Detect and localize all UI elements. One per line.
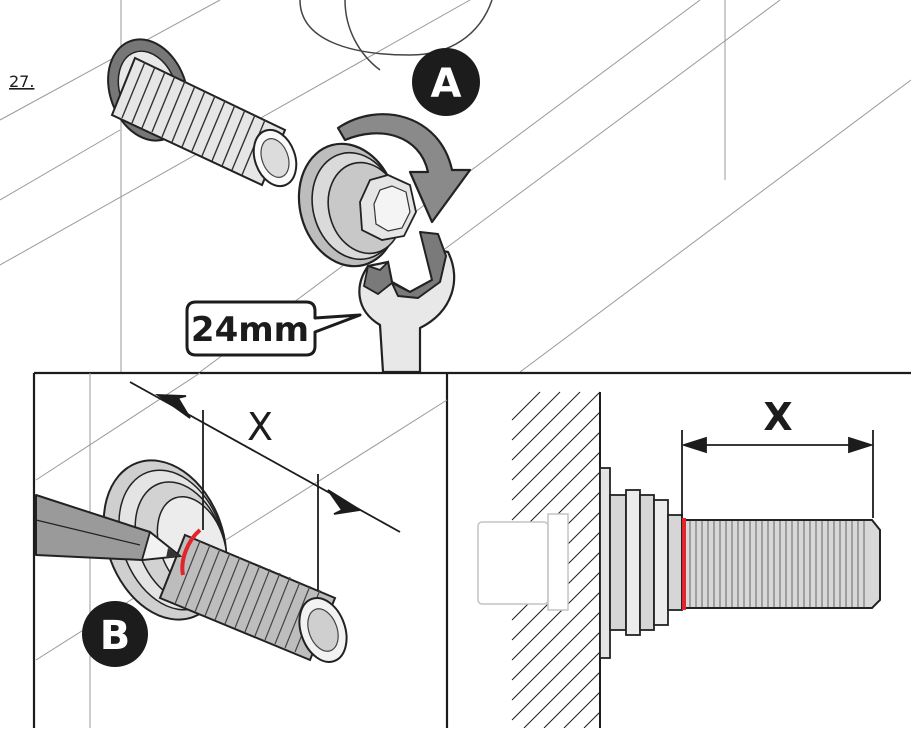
callout-a-label: A bbox=[431, 61, 462, 107]
panel-frames bbox=[32, 371, 911, 728]
callout-a-badge: A bbox=[412, 48, 480, 116]
dimension-right bbox=[681, 430, 874, 518]
dimension-left-label: X bbox=[247, 405, 273, 449]
callout-b-badge: B bbox=[82, 601, 148, 667]
pipe-stub bbox=[107, 38, 298, 188]
pencil bbox=[35, 494, 183, 562]
threaded-pipe-left bbox=[158, 528, 348, 663]
dimension-right-label: X bbox=[763, 395, 792, 439]
wrench bbox=[358, 231, 456, 374]
rotation-arrow bbox=[336, 113, 472, 224]
ghost-inner-pipe bbox=[477, 513, 569, 611]
wrench-size-label: 24mm bbox=[191, 310, 309, 350]
step-number: 27. bbox=[9, 72, 34, 91]
threaded-pipe-right bbox=[681, 518, 881, 610]
dimension-left bbox=[129, 381, 401, 590]
fitting-section bbox=[599, 467, 683, 659]
callout-b-label: B bbox=[100, 613, 131, 659]
red-marker-line-left bbox=[180, 528, 202, 576]
valve-body-outline bbox=[299, 0, 493, 71]
adapter-fitting bbox=[297, 142, 417, 268]
wrench-size-callout: 24mm bbox=[185, 300, 362, 357]
